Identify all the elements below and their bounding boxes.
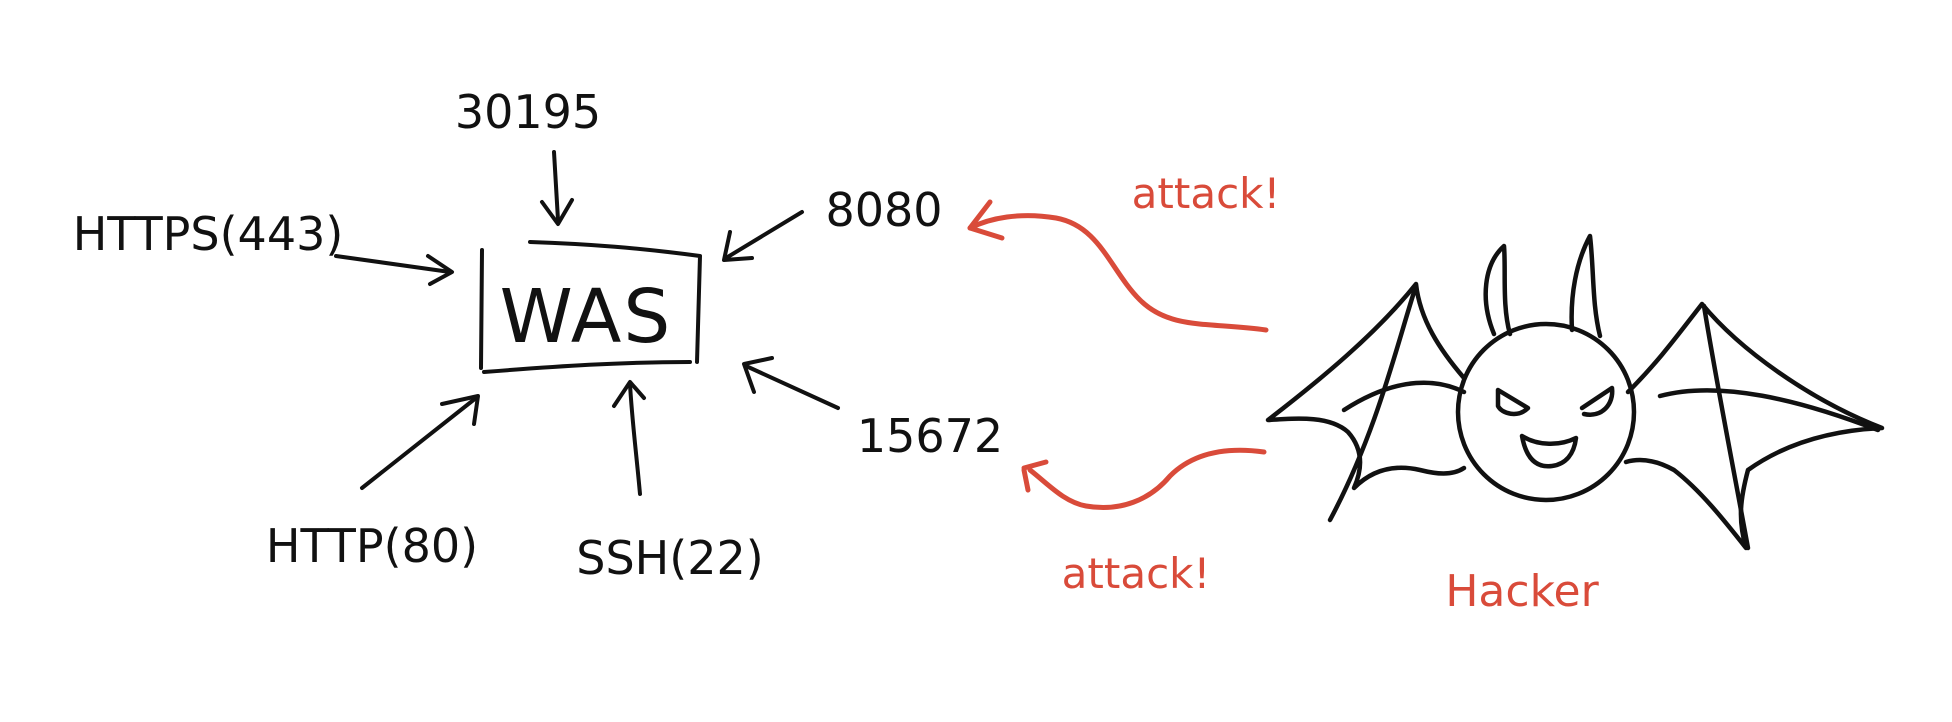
port-label-alt: 8080 bbox=[825, 183, 942, 237]
port-label-http: HTTP(80) bbox=[266, 519, 478, 573]
arrow-top-head bbox=[540, 198, 574, 226]
was-label: WAS bbox=[500, 274, 673, 360]
right-horn bbox=[1569, 233, 1603, 339]
left-wing-rib-2 bbox=[1341, 380, 1467, 413]
arrow-ssh bbox=[628, 382, 642, 496]
bat-head bbox=[1455, 321, 1637, 503]
arrow-http bbox=[360, 396, 478, 490]
right-wing-rib bbox=[1701, 303, 1751, 551]
arrow-https-head bbox=[426, 254, 454, 286]
port-label-https: HTTPS(443) bbox=[73, 207, 344, 261]
attack-paths bbox=[967, 199, 1269, 510]
devil-bat-icon bbox=[1265, 233, 1885, 551]
attack-path-upper-head bbox=[967, 199, 1005, 241]
right-eye bbox=[1579, 385, 1615, 417]
left-wing bbox=[1265, 281, 1467, 491]
arrow-https bbox=[334, 254, 452, 274]
left-horn bbox=[1483, 243, 1513, 337]
port-label-ssh: SSH(22) bbox=[576, 531, 763, 585]
port-label-high: 15672 bbox=[857, 409, 1003, 463]
port-arrows bbox=[334, 150, 840, 496]
arrow-alt-head bbox=[722, 230, 754, 262]
right-wing bbox=[1623, 301, 1885, 551]
attack-path-lower bbox=[1027, 447, 1267, 510]
arrow-ssh-head bbox=[612, 380, 646, 408]
arrow-high bbox=[744, 364, 840, 410]
arrow-top bbox=[552, 150, 560, 222]
attack-label-upper: attack! bbox=[1132, 169, 1281, 218]
left-eye bbox=[1495, 387, 1531, 417]
bat-mouth bbox=[1519, 433, 1579, 469]
attack-path-lower-head bbox=[1021, 459, 1049, 493]
right-wing-rib-2 bbox=[1657, 388, 1881, 433]
was-server: WAS bbox=[479, 240, 702, 374]
attack-label-lower: attack! bbox=[1062, 549, 1211, 598]
was-box bbox=[479, 240, 702, 374]
left-wing-rib bbox=[1327, 283, 1419, 523]
arrow-alt bbox=[724, 210, 804, 260]
hacker-label: Hacker bbox=[1445, 566, 1599, 617]
arrow-http-head bbox=[440, 394, 480, 426]
port-label-top: 30195 bbox=[455, 85, 601, 139]
arrow-high-head bbox=[742, 356, 774, 394]
attack-path-upper bbox=[967, 213, 1269, 333]
